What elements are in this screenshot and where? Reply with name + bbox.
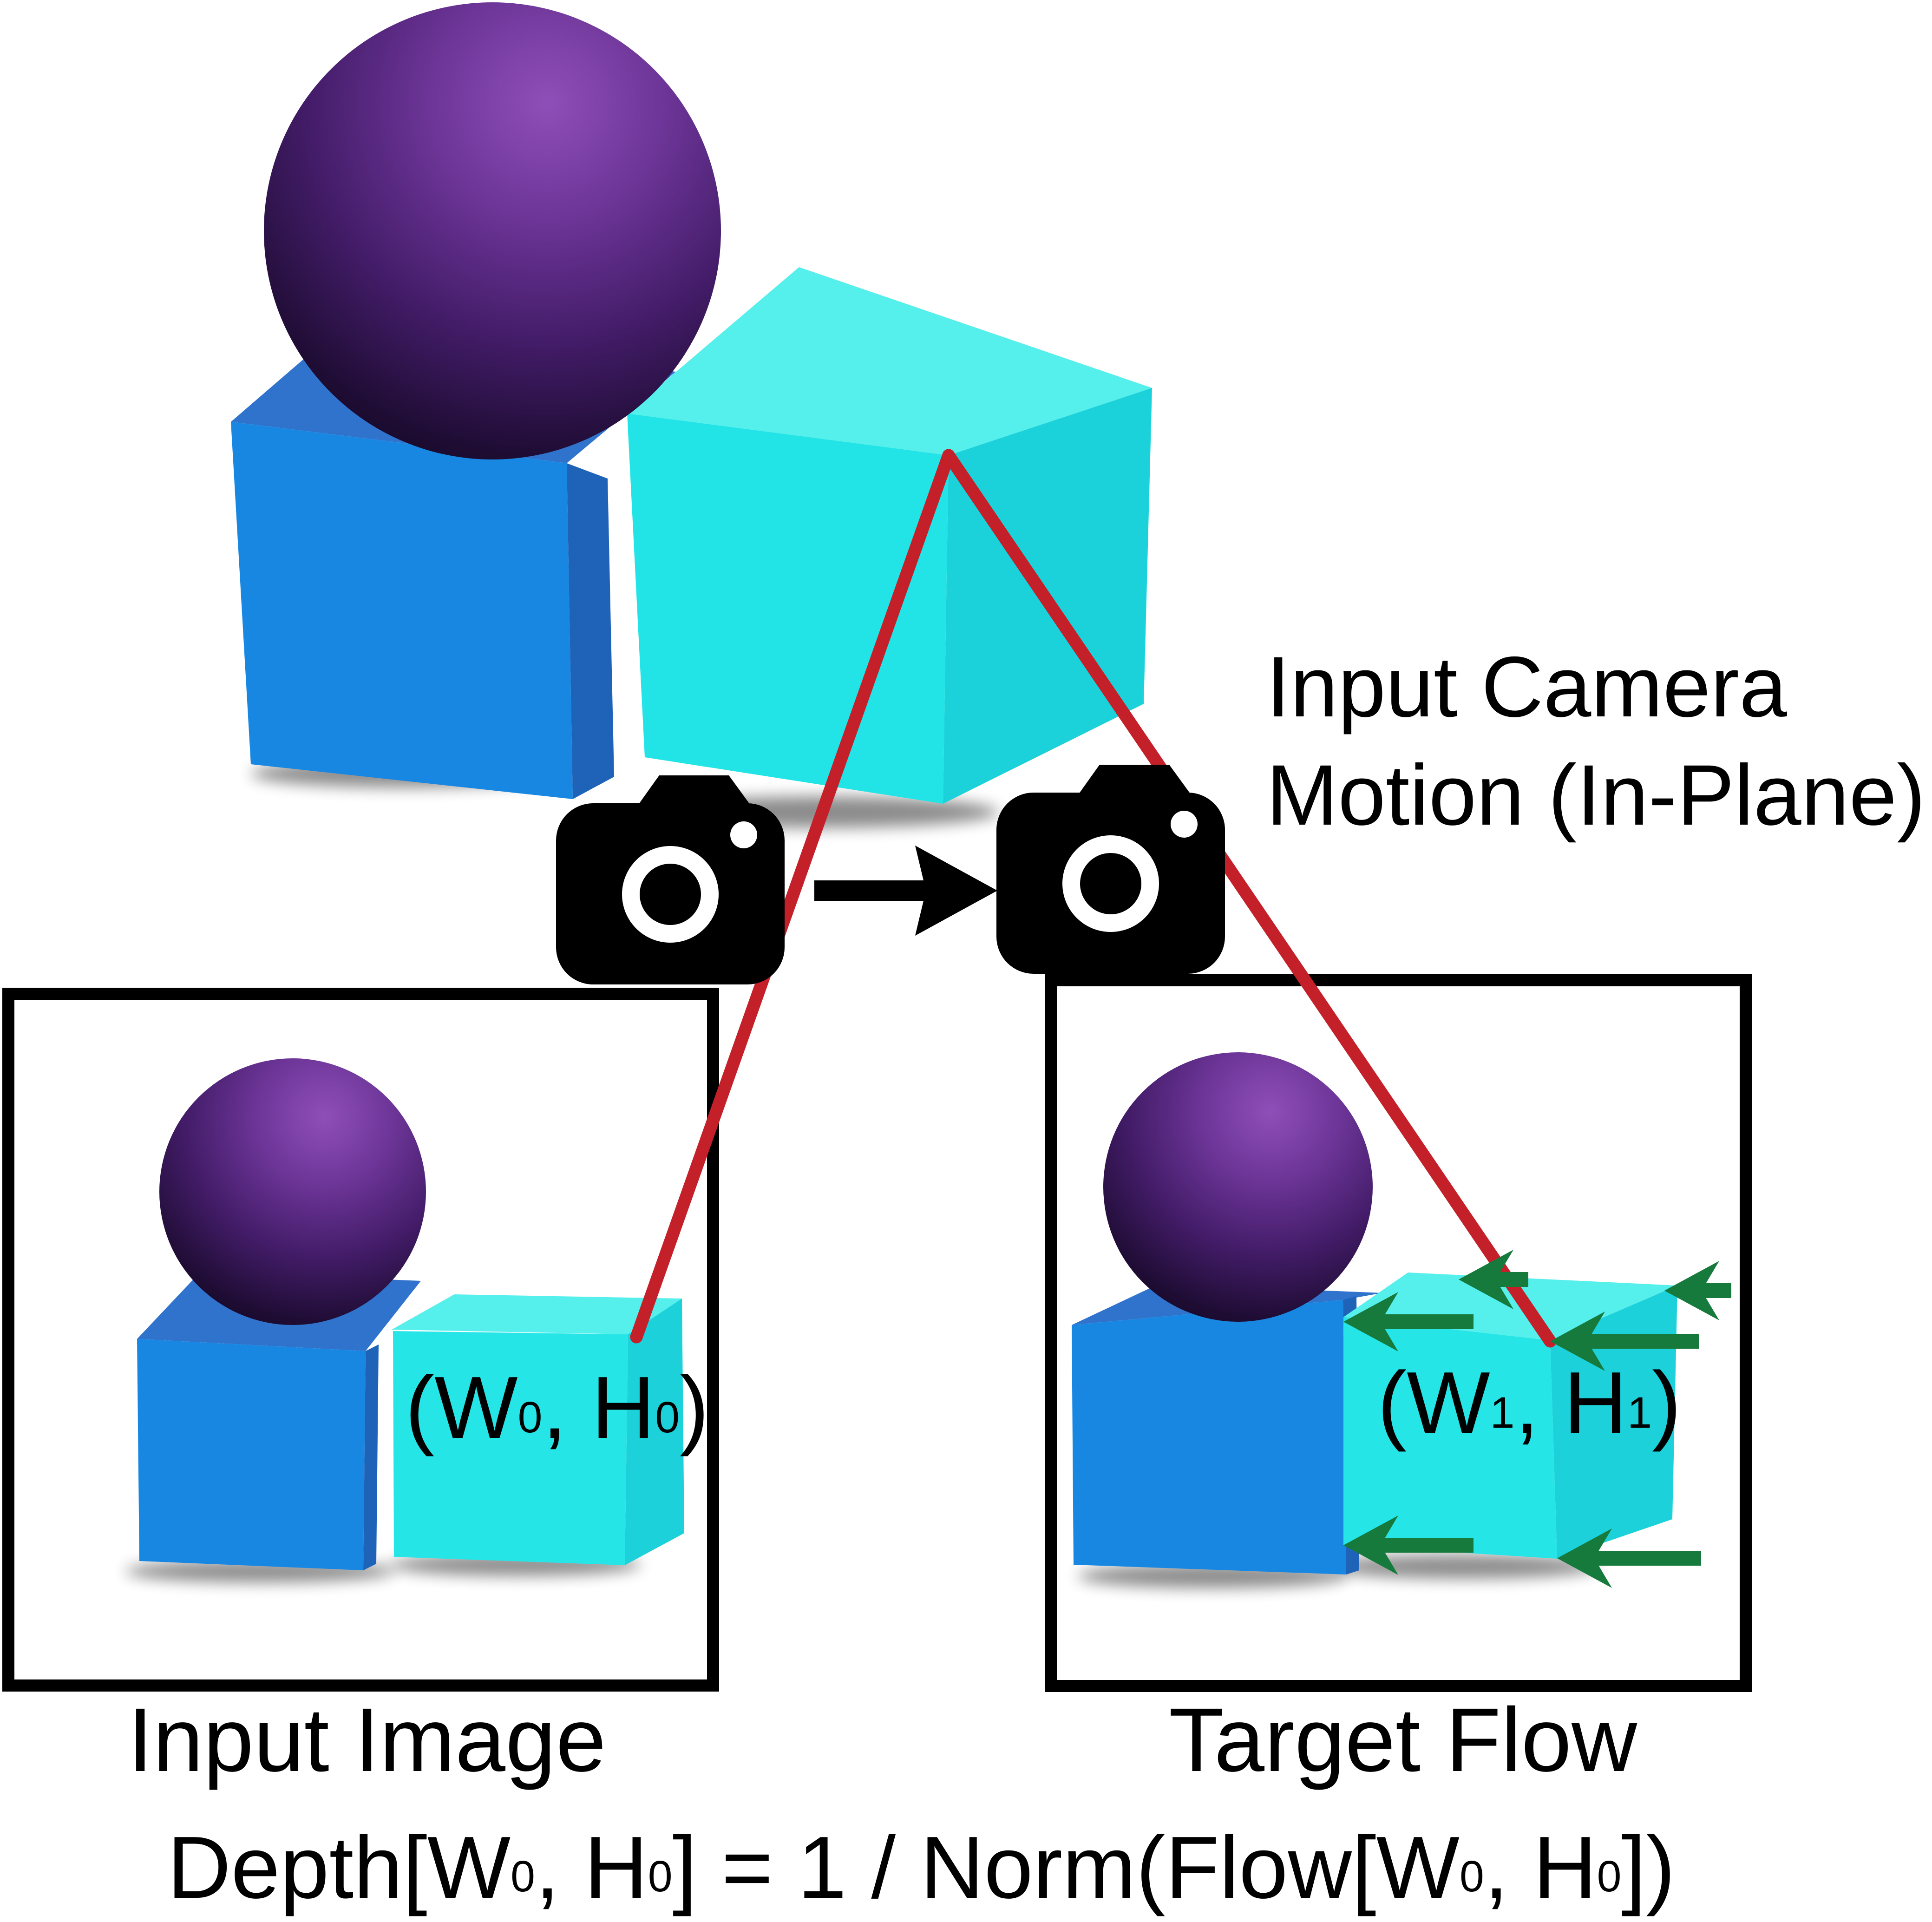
projection-lines: [630, 449, 1557, 1348]
flow-arrows: [1343, 1250, 1731, 1588]
flow-arrow-icon: [1343, 1515, 1474, 1575]
arrow-right-icon: [814, 846, 997, 936]
target-flow-panel: [1045, 974, 1752, 1692]
cyan-cube-front-face: [627, 413, 949, 804]
depth-formula: Depth[W0, H0] = 1 / Norm(Flow[W0, H0]): [167, 1818, 1676, 1917]
cyan-cube-side-face: [625, 1299, 684, 1565]
flow-arrow-icon: [1343, 1292, 1474, 1351]
camera-motion: [556, 765, 1225, 984]
target-flow-point-label: (W1, H1): [1377, 1354, 1681, 1452]
purple-sphere: [264, 2, 721, 459]
blue-cube-small: [1072, 1284, 1382, 1574]
target-flow-caption: Target Flow: [1169, 1689, 1637, 1791]
blue-cube-side-face: [363, 1345, 379, 1570]
cyan-cube-top-face: [392, 1294, 682, 1334]
camera-motion-label-line1: Input Camera: [1266, 639, 1787, 735]
flow-arrow-icon: [1550, 1312, 1699, 1371]
purple-sphere-small: [1103, 1052, 1373, 1322]
input-image-panel: [2, 988, 719, 1692]
scene-3d: [231, 2, 1152, 828]
cyan-cube-top-face: [627, 267, 1152, 455]
blue-cube-side-face: [567, 463, 614, 799]
camera-icon: [556, 775, 785, 984]
projection-line: [630, 449, 955, 1344]
flow-arrow-icon: [1459, 1250, 1528, 1309]
target-flow-frame: [1045, 974, 1752, 1692]
cyan-cube-front-face: [393, 1331, 628, 1565]
input-image-point-label: (W0, H0): [405, 1358, 709, 1457]
flow-arrow-icon: [1664, 1261, 1731, 1320]
flow-arrow-icon: [1557, 1528, 1701, 1588]
cyan-cube: [627, 267, 1152, 804]
input-image-caption: Input Image: [128, 1689, 606, 1791]
blue-cube-front-face: [1072, 1300, 1346, 1574]
projection-line: [942, 449, 1557, 1348]
cyan-cube-small: [392, 1294, 684, 1565]
blue-cube-front-face: [231, 422, 573, 799]
purple-sphere-small: [159, 1058, 426, 1325]
blue-cube-front-face: [137, 1339, 366, 1570]
camera-icon: [996, 765, 1225, 974]
camera-motion-label-line2: Motion (In-Plane): [1266, 748, 1925, 843]
cyan-cube-front-face: [1343, 1317, 1557, 1559]
input-image-frame: [2, 988, 719, 1692]
